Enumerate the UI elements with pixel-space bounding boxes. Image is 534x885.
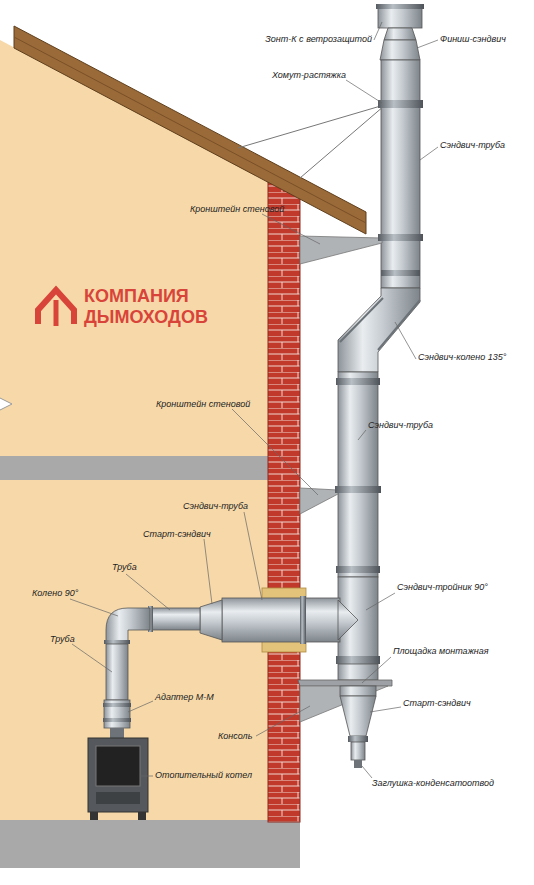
part-label: Площадка монтажная bbox=[393, 646, 489, 657]
part-label: Отопительный котел bbox=[155, 770, 252, 781]
part-label: Сэндвич-колено 135° bbox=[418, 352, 506, 363]
part-label: Старт-сэндвич bbox=[143, 529, 211, 540]
part-label: Хомут-растяжка bbox=[272, 70, 346, 81]
part-label: Кронштейн стеновой bbox=[156, 399, 250, 410]
part-label: Труба bbox=[112, 562, 137, 573]
company-logo-text: КОМПАНИЯ ДЫМОХОДОВ bbox=[84, 286, 214, 328]
part-label: Труба bbox=[50, 634, 75, 645]
part-label: Сэндвич-труба bbox=[183, 501, 248, 512]
part-label: Сэндвич-труба bbox=[440, 140, 505, 151]
part-label: Колено 90° bbox=[32, 588, 78, 599]
part-label: Заглушка-конденсатоотвод bbox=[372, 778, 494, 789]
part-label: Адаптер М-М bbox=[155, 692, 214, 703]
part-label: Финиш-сэндвич bbox=[440, 34, 506, 45]
part-label: Кронштейн стеновой bbox=[190, 204, 284, 215]
part-label: Сэндвич-труба bbox=[368, 420, 433, 431]
part-label: Старт-сэндвич bbox=[403, 698, 471, 709]
part-label: Зонт-К с ветрозащитой bbox=[265, 34, 372, 45]
part-label: Консоль bbox=[218, 731, 252, 742]
part-label: Сэндвич-тройник 90° bbox=[397, 582, 488, 593]
